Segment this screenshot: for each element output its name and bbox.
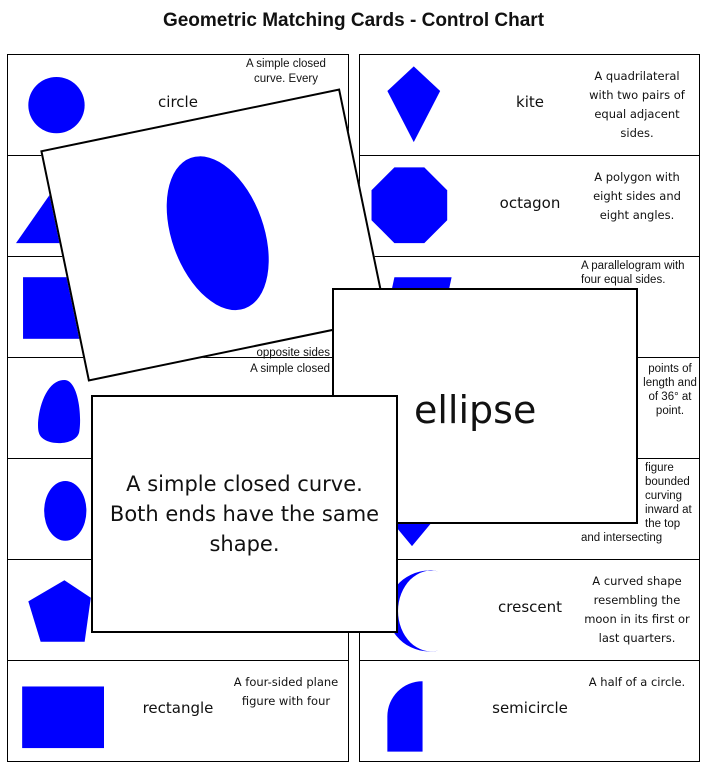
shape-description: A polygon with eight sides and eight ang… — [593, 170, 681, 222]
shape-description: A simple closed — [250, 363, 330, 375]
shape-description: A quadrilateral with two pairs of equal … — [589, 69, 685, 140]
shape-description-box: A parallelogram with four equal sides. — [581, 259, 697, 360]
chart-row-octagon: octagon A polygon with eight sides and ei… — [360, 156, 699, 257]
octagon-shape-icon — [371, 167, 448, 244]
shape-name: crescent — [498, 598, 562, 616]
egg-shape-icon — [38, 379, 81, 444]
shape-description: A half of a circle. — [588, 675, 686, 689]
ellipse-shape-icon — [166, 155, 269, 310]
definition-card-text: A simple closed curve. Both ends have th… — [109, 472, 380, 556]
shape-description-box: opposite sides — [256, 347, 330, 359]
definition-card-ellipse[interactable]: A simple closed curve. Both ends have th… — [91, 395, 398, 633]
oval-shape-icon — [44, 480, 87, 541]
page-title: Geometric Matching Cards - Control Chart — [162, 10, 545, 31]
shape-description: A curved shape resembling the moon in it… — [584, 574, 690, 645]
shape-name: rectangle — [142, 699, 214, 717]
shape-description-box: points of length and of 36° at point. — [643, 362, 697, 418]
chart-row-pentagon — [8, 560, 348, 661]
shape-description: points of length and of 36° at point. — [643, 363, 697, 417]
chart-row-rectangle: rectangle A four-sided plane figure with … — [8, 661, 348, 762]
shape-description: A simple closed curve. Every — [246, 58, 326, 85]
shape-description-box: A simple closed — [250, 362, 330, 376]
shape-description-box: figure bounded curving inward at the top… — [581, 461, 697, 545]
shape-name: semicircle — [492, 699, 568, 717]
chart-row-crescent: crescent A curved shape resembling the mo… — [360, 560, 699, 661]
shape-description: A parallelogram with four equal sides. — [581, 260, 685, 286]
shape-name: circle — [158, 93, 198, 111]
kite-shape-icon — [387, 66, 441, 143]
label-card-text: ellipse — [414, 388, 537, 432]
shape-description: figure bounded curving inward at the top… — [581, 462, 692, 544]
shape-name: kite — [516, 93, 544, 111]
crescent-shape-icon — [387, 570, 439, 652]
chart-row-semicircle: semicircle A half of a circle. — [360, 661, 699, 762]
semicircle-shape-icon — [387, 681, 423, 752]
chart-row-kite: kite A quadrilateral with two pairs of eq… — [360, 55, 699, 156]
pentagon-shape-icon — [28, 580, 91, 642]
shape-description: opposite sides — [256, 347, 330, 359]
picture-card-ellipse[interactable] — [40, 87, 388, 382]
shape-name: octagon — [499, 194, 561, 212]
shape-description-box: A simple closed curve. Every — [230, 57, 342, 87]
rectangle-shape-icon — [22, 686, 104, 749]
circle-shape-icon — [28, 76, 85, 134]
shape-description: A four-sided plane figure with four — [233, 675, 339, 708]
